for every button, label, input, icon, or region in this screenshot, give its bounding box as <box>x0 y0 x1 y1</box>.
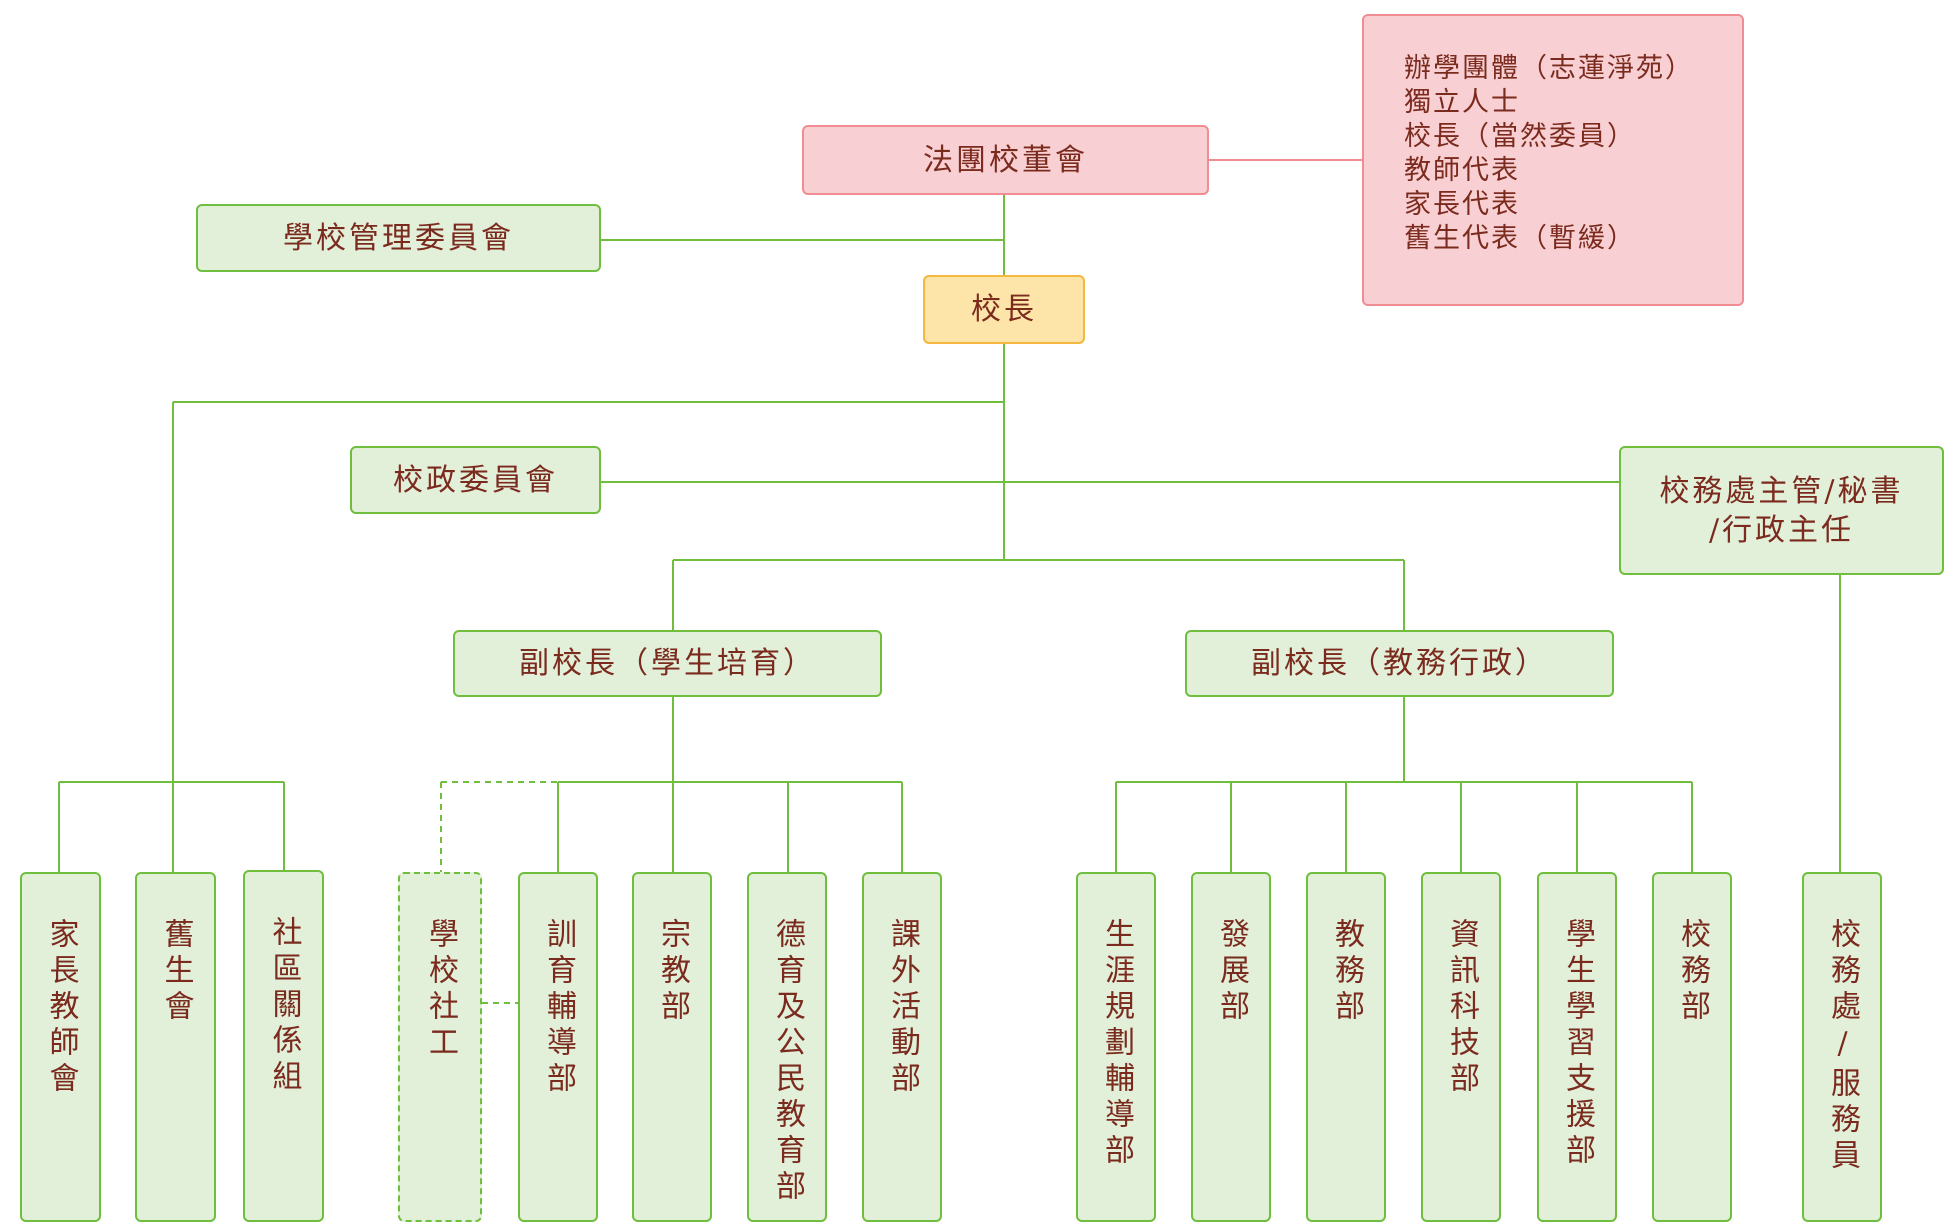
board-box: 法團校董會 <box>802 125 1209 195</box>
unit-box-religion: 宗教部 <box>632 872 712 1222</box>
unit-box-discipline-guidance: 訓育輔導部 <box>518 872 598 1222</box>
unit-label: 發展部 <box>1214 918 1249 1026</box>
management-committee-box: 學校管理委員會 <box>196 204 601 272</box>
administrative-committee-box: 校政委員會 <box>350 446 601 514</box>
unit-label: 舊生會 <box>158 918 194 1026</box>
unit-box-it: 資訊科技部 <box>1421 872 1501 1222</box>
unit-label: 教務部 <box>1329 918 1364 1026</box>
unit-box-school-affairs: 校務部 <box>1652 872 1732 1222</box>
unit-box-pta: 家長教師會 <box>20 872 101 1222</box>
unit-label: 校務部 <box>1675 918 1710 1026</box>
unit-box-office-staff: 校務處/服務員 <box>1802 872 1882 1222</box>
vp-academic-box: 副校長（教務行政） <box>1185 630 1614 697</box>
unit-box-community: 社區關係組 <box>243 870 324 1222</box>
board-member: 校長（當然委員） <box>1404 121 1636 152</box>
unit-box-alumni: 舊生會 <box>135 872 216 1222</box>
unit-label: 學校社工 <box>423 918 458 1062</box>
unit-box-extracurricular: 課外活動部 <box>862 872 942 1222</box>
unit-box-career-guidance: 生涯規劃輔導部 <box>1076 872 1156 1222</box>
board-member: 教師代表 <box>1404 155 1520 186</box>
office-head-label-line2: /行政主任 <box>1708 512 1855 548</box>
board-members-box: 辦學團體（志蓮淨苑） 獨立人士 校長（當然委員） 教師代表 家長代表 舊生代表（… <box>1362 14 1744 306</box>
board-member: 家長代表 <box>1404 189 1520 220</box>
unit-label: 德育及公民教育部 <box>770 918 805 1206</box>
vp-student-box: 副校長（學生培育） <box>453 630 882 697</box>
board-member: 舊生代表（暫緩） <box>1404 223 1636 254</box>
management-committee-label: 學校管理委員會 <box>283 220 514 256</box>
unit-box-development: 發展部 <box>1191 872 1271 1222</box>
unit-box-social-worker: 學校社工 <box>398 872 482 1222</box>
principal-label: 校長 <box>971 292 1037 327</box>
board-member: 辦學團體（志蓮淨苑） <box>1404 53 1694 84</box>
office-head-box: 校務處主管/秘書 /行政主任 <box>1619 446 1944 575</box>
unit-label: 社區關係組 <box>266 916 302 1096</box>
office-head-label-line1: 校務處主管/秘書 <box>1659 473 1904 509</box>
unit-label: 家長教師會 <box>43 918 79 1098</box>
unit-label: 課外活動部 <box>885 918 920 1098</box>
administrative-committee-label: 校政委員會 <box>393 462 558 498</box>
board-label: 法團校董會 <box>923 142 1088 178</box>
unit-label: 生涯規劃輔導部 <box>1099 918 1134 1170</box>
unit-label: 宗教部 <box>655 918 690 1026</box>
unit-box-moral-civic: 德育及公民教育部 <box>747 872 827 1222</box>
principal-box: 校長 <box>923 275 1085 344</box>
vp-academic-label: 副校長（教務行政） <box>1251 646 1548 681</box>
unit-label: 學生學習支援部 <box>1560 918 1595 1170</box>
unit-box-academic-affairs: 教務部 <box>1306 872 1386 1222</box>
unit-label: 訓育輔導部 <box>541 918 576 1098</box>
unit-label: 校務處/服務員 <box>1825 918 1860 1175</box>
unit-box-learning-support: 學生學習支援部 <box>1537 872 1617 1222</box>
unit-label: 資訊科技部 <box>1444 918 1479 1098</box>
vp-student-label: 副校長（學生培育） <box>519 646 816 681</box>
board-member: 獨立人士 <box>1404 87 1520 118</box>
